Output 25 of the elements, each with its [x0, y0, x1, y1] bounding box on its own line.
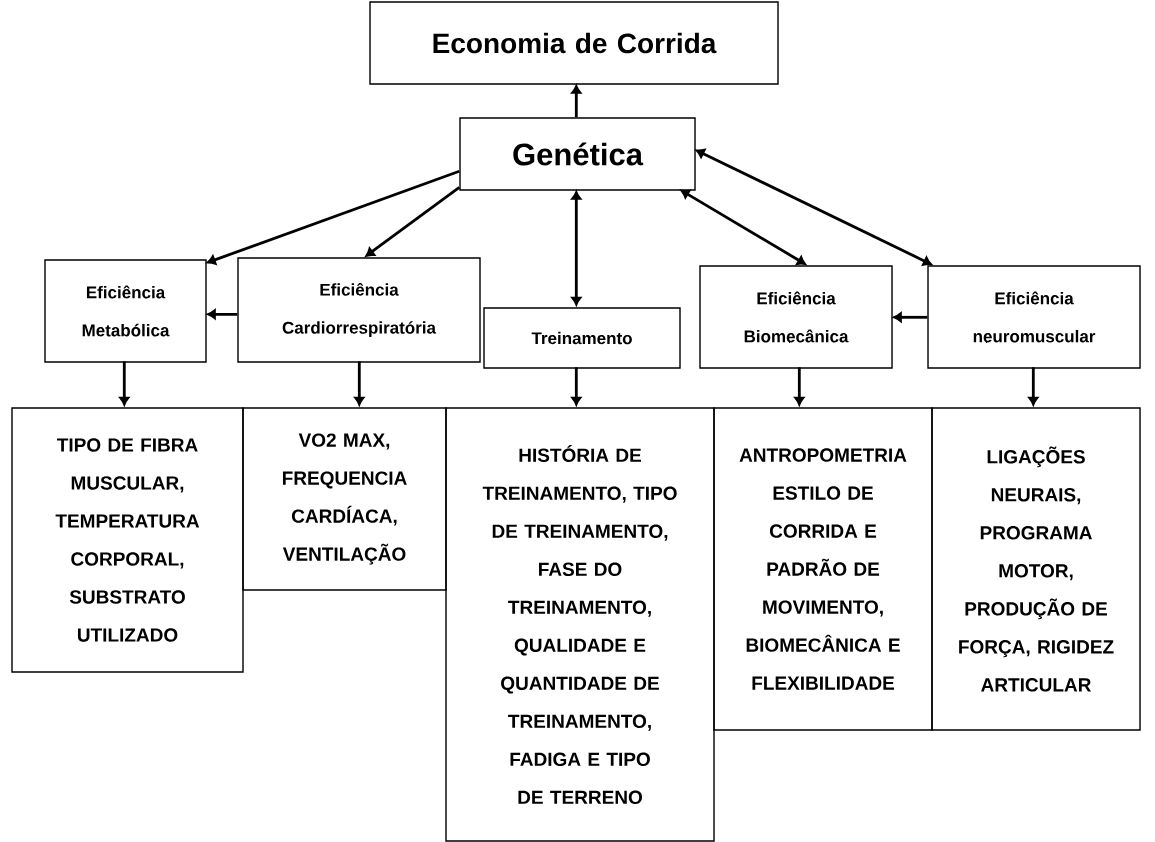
arrow	[119, 361, 130, 406]
arrow	[354, 361, 365, 406]
arrow	[893, 312, 928, 323]
detail-box: ANTROPOMETRIA ESTILO DE CORRIDA E PADRÃO DE MOVIMENTO, BIOMECÂNICA E FLEXIBILIDADE	[713, 407, 933, 731]
arrow	[1028, 367, 1039, 406]
detail-box: TIPO DE FIBRA MUSCULAR, TEMPERATURA CORPORAL, SUBSTRATO UTILIZADO	[11, 407, 244, 673]
factor-box: Genética	[459, 117, 696, 191]
arrow	[206, 169, 460, 265]
arrow	[695, 148, 932, 266]
arrow	[571, 367, 582, 406]
detail-box: LIGAÇÕES NEURAIS, PROGRAMA MOTOR, PRODUÇÃO DE FORÇA, RIGIDEZ ARTICULAR	[931, 407, 1141, 731]
category-box: Eficiência neuromuscular	[927, 265, 1141, 369]
arrow	[794, 367, 805, 406]
detail-box: HISTÓRIA DE TREINAMENTO, TIPO DE TREINAMENTO, FASE DO TREINAMENTO, QUALIDADE E QUANTIDADE DE TREINAMENTO, FADIGA E TIPO DE TERRENO	[445, 407, 715, 842]
category-box: Eficiência Metabólica	[44, 259, 207, 363]
arrow	[571, 191, 582, 306]
arrow	[571, 85, 582, 118]
arrow	[207, 309, 238, 320]
category-box: Eficiência Cardiorrespiratória	[237, 257, 481, 363]
arrow	[365, 186, 461, 257]
detail-box: VO2 MAX, FREQUENCIA CARDÍACA, VENTILAÇÃO	[242, 407, 447, 591]
arrow	[680, 189, 806, 265]
heading-box: Economia de Corrida	[369, 1, 779, 85]
category-box: Eficiência Biomecânica	[699, 265, 893, 369]
category-box: Treinamento	[483, 307, 681, 369]
